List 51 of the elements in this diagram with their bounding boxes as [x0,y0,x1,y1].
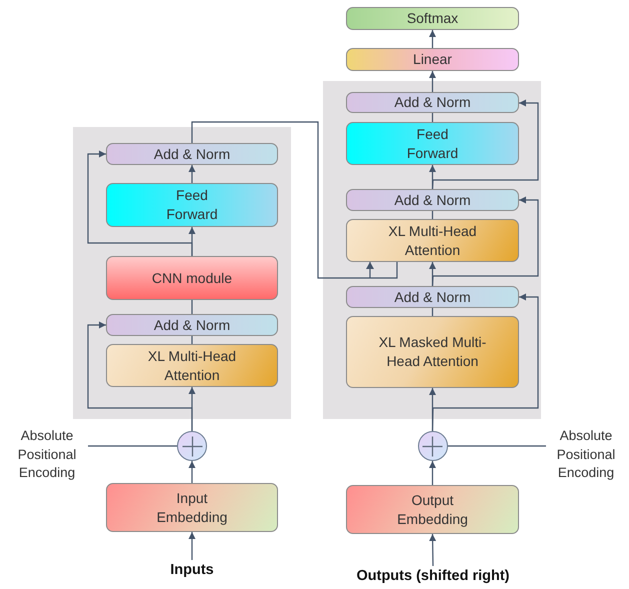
layer-box [106,314,278,336]
side-caption: Absolute Positional Encoding [6,426,88,484]
arrow [429,71,436,92]
box-label: Add & Norm [154,316,230,334]
arrow [188,532,196,560]
box-label: Add & Norm [394,288,471,306]
arrow [188,165,196,183]
sum-circle [177,431,207,461]
arrow [188,461,196,483]
layer-box [106,256,278,300]
box-label: Linear [413,50,452,69]
block-background [73,127,291,419]
input-caption: Inputs [150,560,234,580]
layer-box [346,122,519,165]
output-caption: Outputs (shifted right) [336,566,530,586]
arrow [429,461,436,485]
box-label: Output Embedding [396,490,469,528]
layer-box [346,7,519,30]
arrow [429,30,436,48]
box-label: Add & Norm [394,93,471,112]
layer-box [346,92,519,113]
layer-box [346,189,519,211]
sum-circle [418,431,448,461]
box-label: Feed Forward [406,124,460,162]
layer-box [346,485,519,534]
arrow [87,150,193,256]
side-caption: Absolute Positional Encoding [546,426,626,484]
box-label: Softmax [406,9,458,28]
arrow [87,322,193,431]
box-label: CNN module [152,268,232,288]
layer-box [346,48,519,71]
box-label: Add & Norm [154,144,230,164]
layer-box [106,344,278,387]
box-label: Add & Norm [394,190,471,210]
layer-box [346,219,519,262]
arrow [432,100,539,190]
arrow [191,121,398,279]
arrow [429,534,436,566]
arrow [432,196,539,286]
box-label: Feed Forward [165,186,219,224]
layer-box [346,286,519,308]
arrow [432,294,539,432]
box-label: XL Multi-Head Attention [387,222,478,260]
box-label: XL Masked Multi-Head Attention [378,333,488,371]
layer-box [106,143,278,165]
layer-box [106,183,278,227]
block-background [323,81,541,419]
box-label: Input Embedding [156,488,228,526]
layer-box [106,483,278,532]
layer-box [346,316,519,388]
box-label: XL Multi-Head Attention [146,346,238,384]
